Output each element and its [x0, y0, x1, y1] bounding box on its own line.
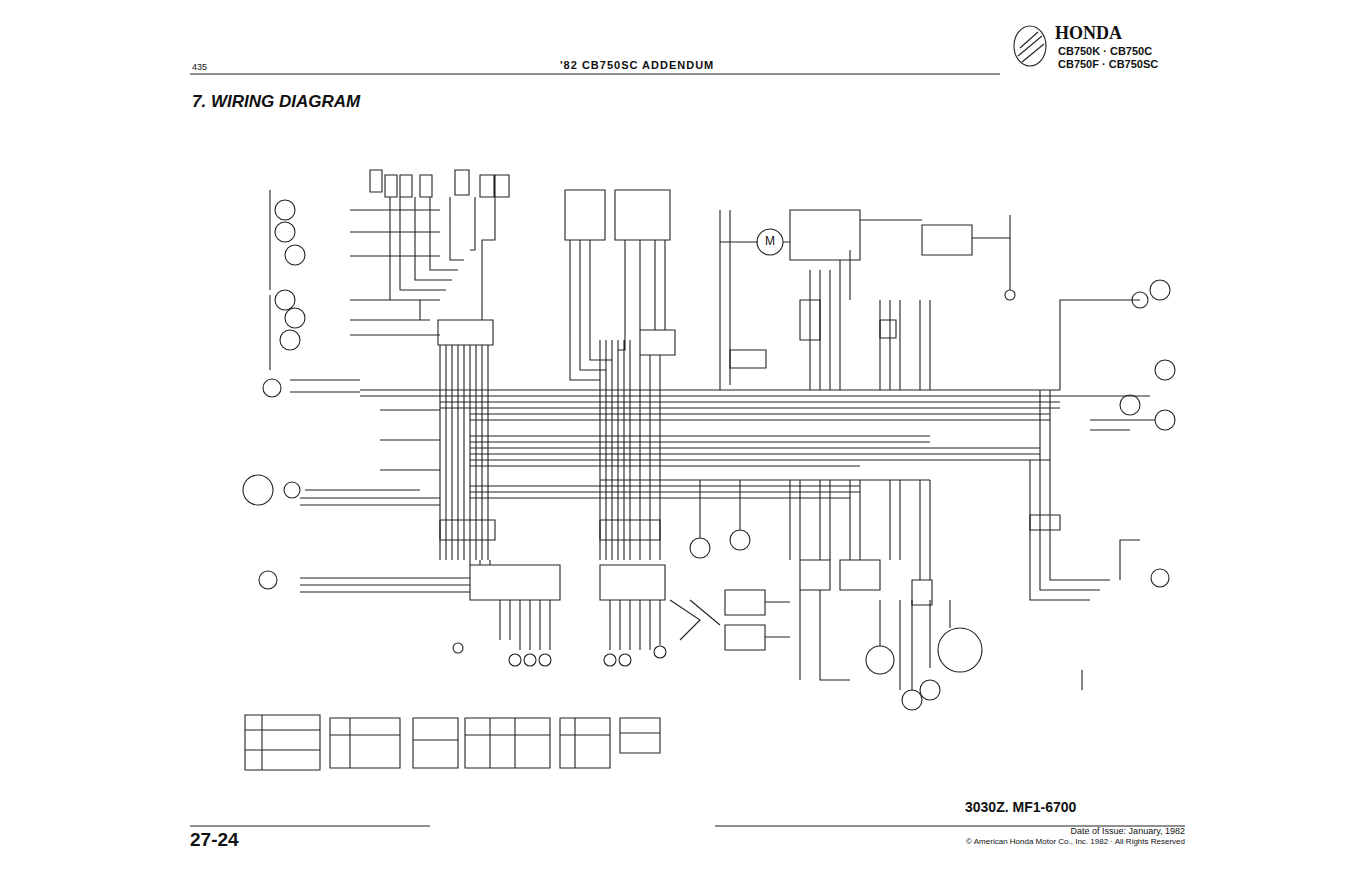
wire-bundle: [290, 197, 1060, 592]
wire-bundle: [470, 210, 1155, 690]
brand-name: HONDA: [1055, 24, 1122, 44]
honda-wing-logo: [1014, 26, 1046, 66]
issue-date: Date of Issue: January, 1982: [1071, 827, 1185, 837]
component-symbol: [453, 229, 1015, 710]
lamp-symbol: [243, 200, 1175, 589]
copyright-note: © American Honda Motor Co., Inc. 1982 · …: [966, 838, 1185, 847]
header-title: '82 CB750SC ADDENDUM: [560, 59, 714, 71]
switch-table: [245, 670, 1082, 770]
model-list: CB750K · CB750C: [1058, 45, 1152, 57]
page-number: 435: [192, 63, 207, 73]
header-rule: [190, 74, 1185, 826]
connector-block: [270, 170, 1060, 650]
diagram-title: 7. WIRING DIAGRAM: [192, 93, 360, 112]
motor-symbol-label: M: [765, 235, 775, 248]
part-number: 3030Z. MF1-6700: [965, 800, 1076, 815]
model-list: CB750F · CB750SC: [1058, 58, 1158, 70]
page-number: 27-24: [190, 830, 239, 851]
